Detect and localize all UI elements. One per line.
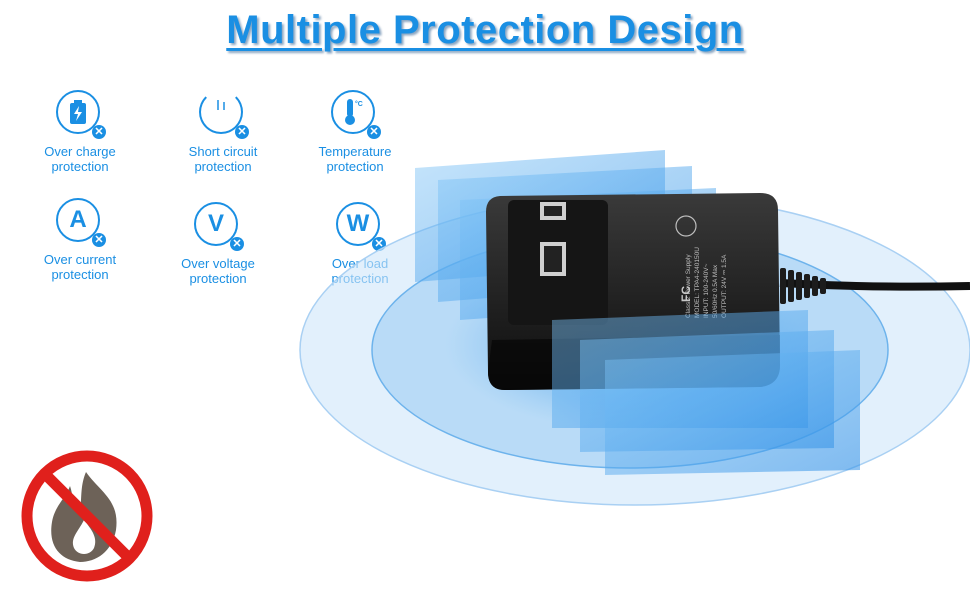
voltage-icon: V [194,202,238,246]
adapter-label-line1: Class 2 Power Supply [685,254,692,318]
feature-over-voltage: V ✕ Over voltage protection [163,202,273,286]
adapter-label-line5: OUTPUT: 24V ⎓ 1.5A [721,254,728,318]
feature-label-line2: protection [51,267,109,282]
x-badge-icon: ✕ [235,125,249,139]
adapter-label-line2: MODEL: TPA4-240150U [694,247,701,318]
power-icon [199,90,243,134]
load-icon: W [336,202,380,246]
x-badge-icon: ✕ [92,233,106,247]
current-icon: A [56,198,100,242]
feature-label-line1: Short circuit [188,144,258,159]
feature-temperature: °C ✕ Temperature protection [300,90,410,174]
feature-label-line1: Over voltage [181,256,255,271]
fc-mark-icon: FC [679,286,693,302]
feature-label-line2: protection [189,271,247,286]
feature-label-line2: protection [194,159,252,174]
battery-icon [56,90,100,134]
no-fire-icon [21,450,153,582]
page-title: Multiple Protection Design [226,8,744,52]
svg-text:°C: °C [355,100,363,108]
feature-label-line2: protection [326,159,384,174]
feature-over-current: A ✕ Over current protection [25,198,135,282]
adapter-label-line4: 50/60Hz 0.5A Max [712,264,719,318]
feature-label-line1: Over current [43,252,117,267]
x-badge-icon: ✕ [230,237,244,251]
certification-icon [675,215,697,237]
x-badge-icon: ✕ [92,125,106,139]
x-badge-icon: ✕ [367,125,381,139]
thermometer-icon: °C [331,90,375,134]
feature-over-charge: ✕ Over charge protection [25,90,135,174]
shield-panels-front [552,310,860,475]
feature-short-circuit: ✕ Short circuit protection [168,90,278,174]
feature-label-line1: Over charge [44,144,116,159]
adapter-label-line3: INPUT: 100-240V~ [703,263,710,318]
feature-label-line2: protection [51,159,109,174]
feature-label-line1: Temperature [318,144,392,159]
